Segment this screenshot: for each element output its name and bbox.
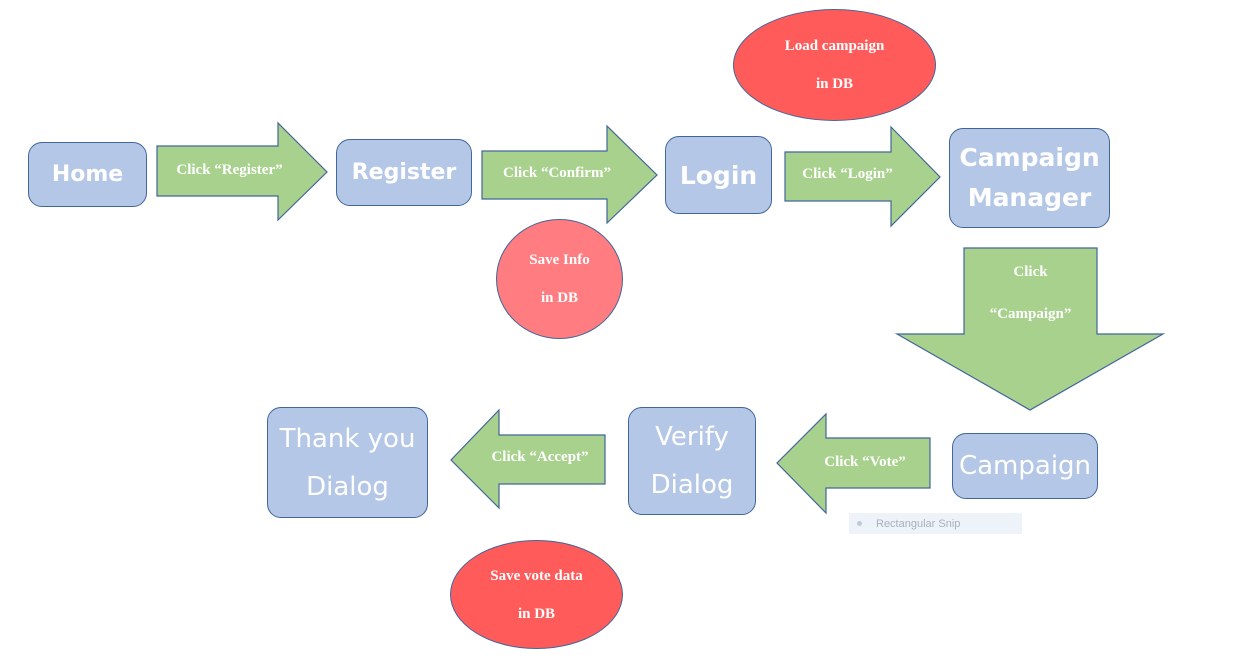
arrow-click-vote [776, 412, 931, 515]
db-save-info: Save Info in DB [496, 219, 623, 339]
node-thank-you-dialog: Thank you Dialog [267, 407, 428, 518]
arrow-click-confirm [481, 124, 658, 225]
label-click-register: Click “Register” [176, 162, 283, 178]
db-load-campaign-label: Load campaign in DB [784, 38, 885, 92]
arrow-click-login [784, 125, 941, 228]
node-campaign-manager-label: Campaign Manager [959, 143, 1100, 212]
arrow-click-accept [450, 408, 606, 510]
node-campaign-manager: Campaign Manager [949, 128, 1110, 228]
node-thank-you-dialog-label: Thank you Dialog [279, 423, 416, 502]
snip-tooltip-label: Rectangular Snip [876, 517, 961, 530]
label-click-accept: Click “Accept” [491, 449, 589, 465]
arrow-click-campaign [894, 247, 1166, 411]
snip-dot-icon [857, 521, 862, 526]
label-click-vote: Click “Vote” [824, 454, 906, 470]
db-save-vote-data-label: Save vote data in DB [490, 567, 583, 622]
node-home: Home [28, 142, 147, 207]
db-save-vote-data: Save vote data in DB [450, 540, 623, 649]
node-verify-dialog: Verify Dialog [628, 407, 756, 515]
node-login: Login [665, 136, 772, 214]
node-register: Register [336, 139, 472, 206]
label-click-login: Click “Login” [802, 166, 893, 182]
label-click-confirm: Click “Confirm” [503, 165, 611, 181]
node-campaign-label: Campaign [958, 451, 1092, 481]
node-login-label: Login [679, 160, 758, 190]
label-click-campaign: Click “Campaign” [989, 264, 1072, 322]
node-verify-dialog-label: Verify Dialog [650, 422, 734, 500]
db-load-campaign: Load campaign in DB [733, 9, 936, 121]
node-campaign: Campaign [952, 433, 1098, 499]
arrow-click-register [156, 121, 328, 222]
node-home-label: Home [51, 162, 124, 187]
node-register-label: Register [351, 160, 457, 185]
db-save-info-label: Save Info in DB [529, 252, 590, 306]
snip-tooltip: Rectangular Snip [849, 513, 1022, 534]
